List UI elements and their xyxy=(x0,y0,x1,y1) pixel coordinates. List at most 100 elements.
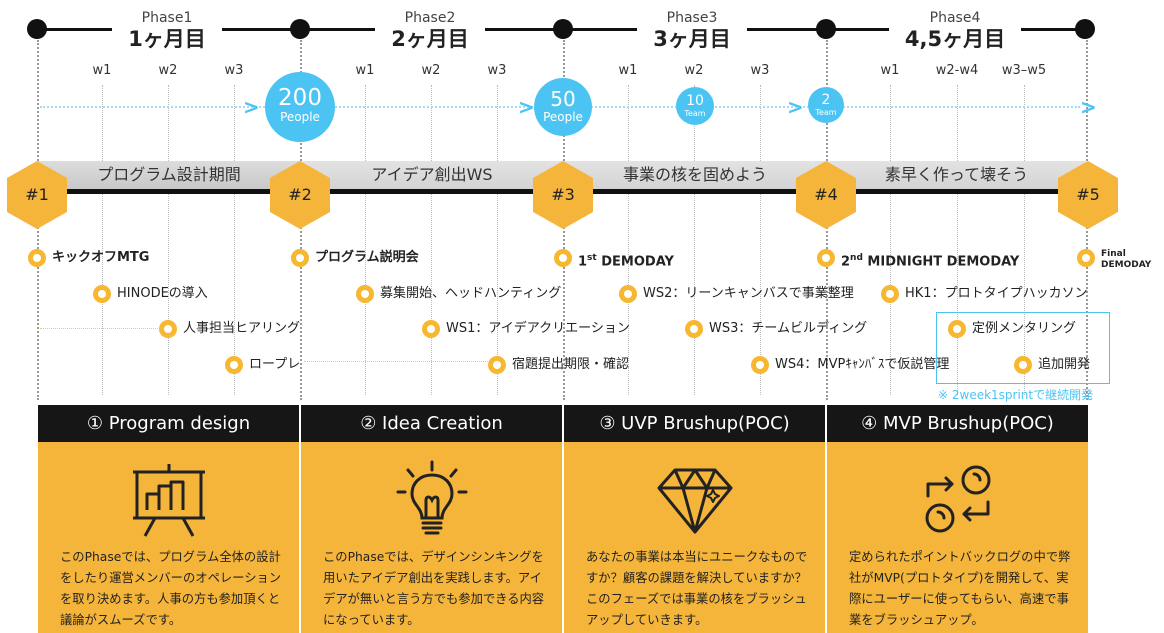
milestone-label: Final xyxy=(1101,249,1126,259)
grid-line xyxy=(760,85,761,395)
count-circle-2: 2 Team xyxy=(808,87,844,123)
week-label: w2-w4 xyxy=(935,63,979,78)
card-header-4: ④ MVP Brushup(POC) xyxy=(827,405,1088,442)
grid-line xyxy=(890,85,891,395)
milestone-ws3: WS3：チームビルディング xyxy=(685,320,867,338)
sprint-box xyxy=(936,312,1110,384)
milestone-label: HINODEの導入 xyxy=(117,286,208,301)
count-circle-200: 200 People xyxy=(265,72,335,142)
phase-card-1: このPhaseでは、プログラム全体の設計をしたり運営メンバーのオペレーションを取… xyxy=(38,442,299,633)
milestone-ws2: WS2：リーンキャンバスで事業整理 xyxy=(619,285,854,303)
milestone-mentoring: 定例メンタリング xyxy=(948,320,1076,338)
stage-band: 素早く作って壊そう xyxy=(827,161,1086,189)
milestone-dot xyxy=(1077,249,1095,267)
diamond-icon xyxy=(657,468,732,534)
hexagon-label: #4 xyxy=(814,185,838,204)
card-description: 定められたポイントバックログの中で弊社がMVP(プロトタイプ)を開発して、実際に… xyxy=(849,550,1071,627)
hexagon-4: #4 xyxy=(796,161,856,229)
count-label: Team xyxy=(815,108,837,117)
milestone-dot xyxy=(881,285,899,303)
phase-name: Phase4 xyxy=(929,10,981,26)
milestone-dot xyxy=(159,320,177,338)
count-circle-10: 10 Team xyxy=(676,87,714,125)
milestone-ws1: WS1：アイデアクリエーション xyxy=(422,320,630,338)
phase-name: Phase3 xyxy=(666,10,718,26)
phase-title-4: Phase4 4,5ヶ月目 xyxy=(855,10,1055,52)
week-label: w2 xyxy=(421,63,441,78)
count-number: 10 xyxy=(686,93,704,109)
count-label: Team xyxy=(684,109,706,118)
milestone-ws4: WS4：MVPｷｬﾝﾊﾞｽで仮説管理 xyxy=(751,356,949,374)
milestone-label: DEMODAY xyxy=(596,254,674,270)
stage-band: プログラム設計期間 xyxy=(38,161,300,189)
grid-line xyxy=(168,85,169,395)
milestone-label: WS4：MVPｷｬﾝﾊﾞｽで仮説管理 xyxy=(775,357,950,372)
week-label: w1 xyxy=(618,63,638,78)
milestone-dot xyxy=(1014,356,1032,374)
phase-node xyxy=(816,19,836,39)
phase-node xyxy=(290,19,310,39)
phase-duration: 4,5ヶ月目 xyxy=(855,26,1055,52)
milestone-dot xyxy=(554,249,572,267)
card-header-1: ① Program design xyxy=(38,405,299,442)
milestone-label: 定例メンタリング xyxy=(972,321,1077,336)
milestone-label: WS3：チームビルディング xyxy=(709,321,868,336)
phase-card-3: あなたの事業は本当にユニークなものですか？顧客の課題を解決していますか？このフェ… xyxy=(564,442,825,633)
lightbulb-icon xyxy=(396,460,467,535)
card-header-3: ③ UVP Brushup(POC) xyxy=(564,405,825,442)
milestone-hk1: HK1：プロトタイプハッカソン xyxy=(881,285,1088,303)
card-header-2: ② Idea Creation xyxy=(301,405,562,442)
milestone-dot xyxy=(422,320,440,338)
hexagon-1: #1 xyxy=(7,161,67,229)
milestone-dot xyxy=(291,249,309,267)
grid-line xyxy=(365,85,366,395)
hexagon-label: #1 xyxy=(25,185,49,204)
milestone-dot xyxy=(28,249,46,267)
milestone-kickoff: キックオフMTG xyxy=(28,249,149,267)
milestone-dot xyxy=(751,356,769,374)
phase-duration: 3ヶ月目 xyxy=(592,26,792,52)
milestone-label: 2 xyxy=(841,254,851,270)
milestone-dot xyxy=(817,249,835,267)
phase-node xyxy=(553,19,573,39)
milestone-label: WS1：アイデアクリエーション xyxy=(446,321,630,336)
week-label: w3 xyxy=(487,63,507,78)
milestone-dot xyxy=(356,285,374,303)
milestone-label: 宿題提出期限・確認 xyxy=(512,357,630,372)
milestone-label: 人事担当ヒアリング xyxy=(183,321,301,336)
guide-line xyxy=(40,328,160,329)
milestone-dot xyxy=(93,285,111,303)
milestone-program-briefing: プログラム説明会 xyxy=(291,249,419,267)
stage-band: アイデア創出WS xyxy=(301,161,563,189)
milestone-sup: st xyxy=(587,253,597,263)
stage-band: 事業の核を固めよう xyxy=(564,161,826,189)
week-label: w2 xyxy=(684,63,704,78)
guide-line xyxy=(304,361,494,362)
count-number: 50 xyxy=(550,87,576,111)
milestone-label: WS2：リーンキャンバスで事業整理 xyxy=(643,286,854,301)
count-number: 200 xyxy=(278,85,322,111)
hexagon-2: #2 xyxy=(270,161,330,229)
hexagon-3: #3 xyxy=(533,161,593,229)
phase-title-3: Phase3 3ヶ月目 xyxy=(592,10,792,52)
milestone-dot xyxy=(488,356,506,374)
grid-line xyxy=(497,85,498,395)
count-label: People xyxy=(543,110,583,124)
phase-name: Phase2 xyxy=(404,10,456,26)
milestone-label: 募集開始、ヘッドハンティング xyxy=(380,286,562,301)
milestone-dot xyxy=(685,320,703,338)
grid-line xyxy=(431,85,432,395)
phase-node xyxy=(1075,19,1095,39)
sprint-note: ※ 2week1sprintで継続開発 xyxy=(938,388,1094,402)
milestone-label: 1 xyxy=(578,254,588,270)
grid-line xyxy=(234,85,235,395)
milestone-label: MIDNIGHT DEMODAY xyxy=(862,254,1020,270)
count-circle-50: 50 People xyxy=(534,78,592,136)
cycle-arrows-icon xyxy=(925,465,990,533)
milestone-label: ロープレ xyxy=(249,357,301,372)
grid-line xyxy=(628,85,629,395)
hexagon-label: #5 xyxy=(1076,185,1100,204)
phase-duration: 1ヶ月目 xyxy=(67,26,267,52)
phase-card-2: このPhaseでは、デザインシンキングを用いたアイデア創出を実践します。アイデア… xyxy=(301,442,562,633)
phase-title-1: Phase1 1ヶ月目 xyxy=(67,10,267,52)
